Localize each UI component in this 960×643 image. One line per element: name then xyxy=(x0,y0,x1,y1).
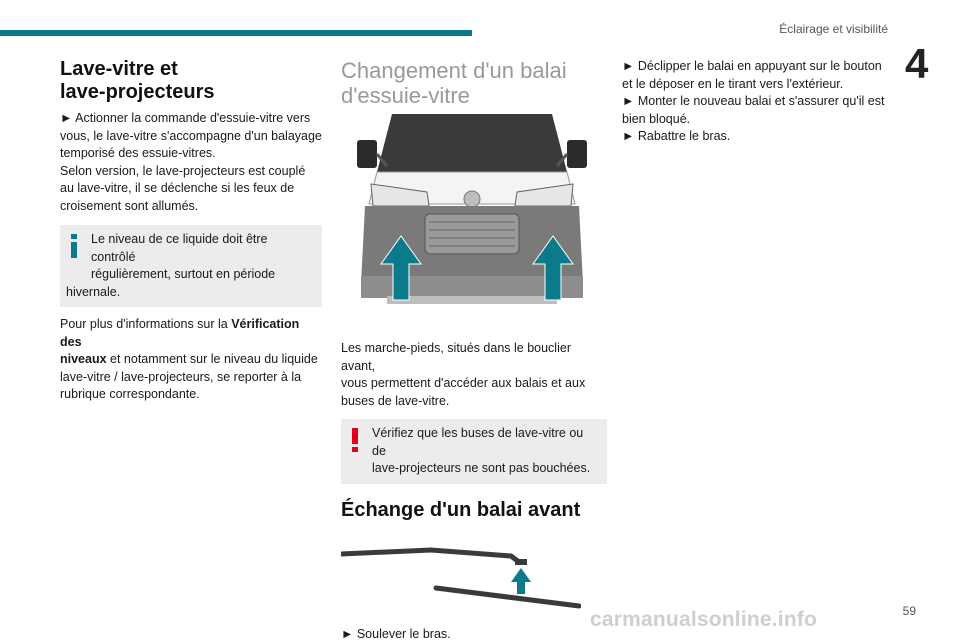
text-line: Pour plus d'informations sur la Vérifica… xyxy=(60,316,322,351)
title-line: Lave-vitre et xyxy=(60,58,322,81)
text-line: croisement sont allumés. xyxy=(60,198,322,216)
text-line: ► Actionner la commande d'essuie-vitre v… xyxy=(60,110,322,128)
text-line: ► Rabattre le bras. xyxy=(622,128,892,146)
info-icon xyxy=(68,234,80,258)
chapter-number: 4 xyxy=(905,40,928,88)
text-line: buses de lave-vitre. xyxy=(341,393,607,411)
text-fragment: Pour plus d'informations sur la xyxy=(60,317,231,331)
section-title-washer: Lave-vitre et lave-projecteurs xyxy=(60,58,322,104)
text-line: et le déposer en le tirant vers l'extéri… xyxy=(622,76,892,94)
van-front-illustration xyxy=(357,114,587,309)
title-line: Changement d'un balai xyxy=(341,58,607,83)
text-line: temporisé des essuie-vitres. xyxy=(60,145,322,163)
text-line: rubrique correspondante. xyxy=(60,386,322,404)
text-line: ► Monter le nouveau balai et s'assurer q… xyxy=(622,93,892,111)
text-line: au lave-vitre, il se déclenche si les fe… xyxy=(60,180,322,198)
column-washer: Lave-vitre et lave-projecteurs ► Actionn… xyxy=(60,58,322,404)
note-line: Vérifiez que les buses de lave-vitre ou … xyxy=(341,425,599,460)
text-line: vous permettent d'accéder aux balais et … xyxy=(341,375,607,393)
text-line: lave-vitre / lave-projecteurs, se report… xyxy=(60,369,322,387)
info-note: Le niveau de ce liquide doit être contrô… xyxy=(60,225,322,307)
watermark: carmanualsonline.info xyxy=(590,608,817,632)
note-line: Le niveau de ce liquide doit être contrô… xyxy=(60,231,314,266)
warning-icon xyxy=(349,428,361,452)
bold-reference: niveaux xyxy=(60,352,107,366)
note-line: régulièrement, surtout en période xyxy=(60,266,314,284)
text-line: Les marche-pieds, situés dans le bouclie… xyxy=(341,340,607,375)
page-number: 59 xyxy=(903,604,916,618)
wiper-arm-illustration xyxy=(341,544,581,616)
text-line: niveaux et notamment sur le niveau du li… xyxy=(60,351,322,369)
note-line: lave-projecteurs ne sont pas bouchées. xyxy=(341,460,599,478)
column-wiper-steps: ► Déclipper le balai en appuyant sur le … xyxy=(622,58,892,146)
warning-note: Vérifiez que les buses de lave-vitre ou … xyxy=(341,419,607,484)
text-line: Selon version, le lave-projecteurs est c… xyxy=(60,163,322,181)
section-title-wiper-change: Changement d'un balai d'essuie-vitre xyxy=(341,58,607,108)
text-fragment: et notamment sur le niveau du liquide xyxy=(107,352,318,366)
text-line: ► Déclipper le balai en appuyant sur le … xyxy=(622,58,892,76)
wiper-replacement-steps: ► Déclipper le balai en appuyant sur le … xyxy=(622,58,892,146)
column-wiper-change: Changement d'un balai d'essuie-vitre Les… xyxy=(341,58,607,643)
subsection-title-front-wiper: Échange d'un balai avant xyxy=(341,498,607,522)
text-line: vous, le lave-vitre s'accompagne d'un ba… xyxy=(60,128,322,146)
title-line: d'essuie-vitre xyxy=(341,83,607,108)
step-access-caption: Les marche-pieds, situés dans le bouclie… xyxy=(341,340,607,410)
header-accent-bar xyxy=(0,30,472,36)
note-line: hivernale. xyxy=(60,284,314,302)
title-line: lave-projecteurs xyxy=(60,81,322,104)
washer-instructions: ► Actionner la commande d'essuie-vitre v… xyxy=(60,110,322,215)
step-lift-arm: ► Soulever le bras. xyxy=(341,626,607,643)
levels-reference: Pour plus d'informations sur la Vérifica… xyxy=(60,316,322,404)
chapter-title: Éclairage et visibilité xyxy=(779,22,888,36)
text-line: bien bloqué. xyxy=(622,111,892,129)
